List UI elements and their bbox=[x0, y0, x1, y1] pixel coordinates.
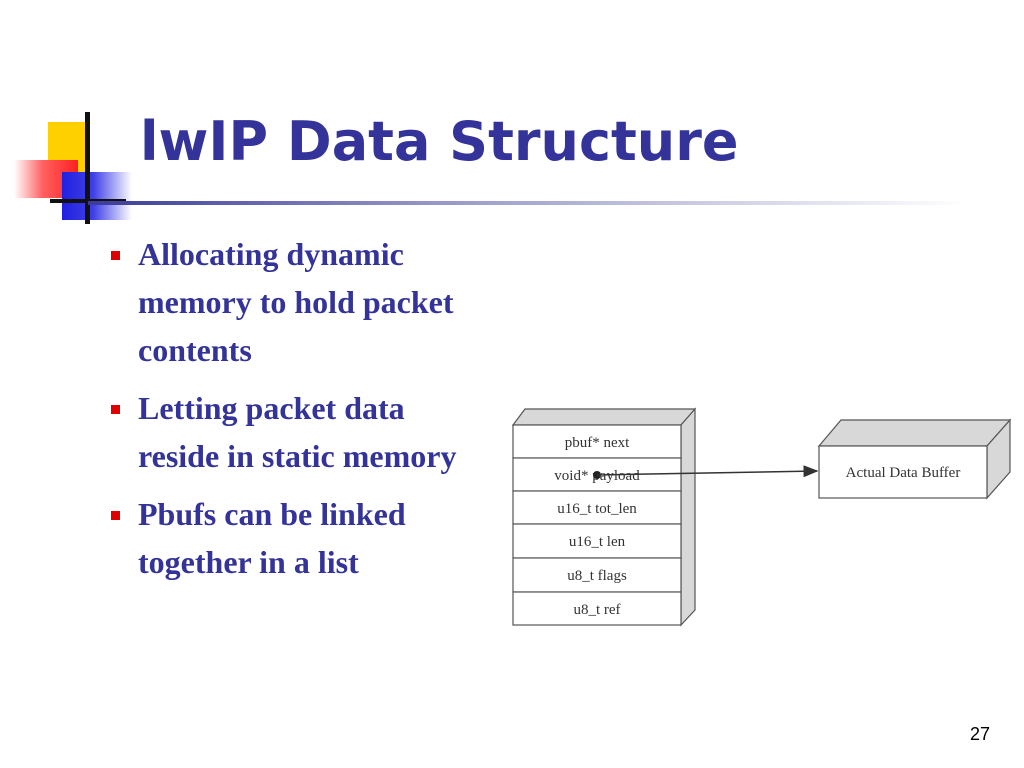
pbuf-field-row: pbuf* next bbox=[512, 424, 682, 459]
page-number: 27 bbox=[969, 724, 990, 744]
bullet-list: Allocating dynamic memory to hold packet… bbox=[106, 230, 486, 596]
title-underline bbox=[88, 201, 968, 205]
pbuf-diagram: pbuf* next void* payload u16_t tot_len u… bbox=[511, 407, 1012, 627]
bullet-item: Letting packet data reside in static mem… bbox=[106, 384, 486, 480]
bullet-square-icon bbox=[111, 405, 120, 414]
bullet-text: Pbufs can be linked together in a list bbox=[138, 496, 406, 580]
logo-vertical-bar bbox=[85, 112, 90, 224]
bullet-item: Allocating dynamic memory to hold packet… bbox=[106, 230, 486, 374]
bullet-text: Allocating dynamic memory to hold packet… bbox=[138, 236, 454, 368]
logo-blue-square bbox=[62, 172, 132, 220]
pbuf-stack-top-face bbox=[511, 408, 697, 426]
payload-pointer-arrow bbox=[596, 465, 819, 478]
pbuf-field-row: u16_t tot_len bbox=[512, 490, 682, 525]
pbuf-field-label: u8_t ref bbox=[573, 602, 620, 618]
data-buffer-label: Actual Data Buffer bbox=[846, 465, 961, 481]
data-buffer-top-face bbox=[817, 419, 1012, 447]
slide-title: lwIP Data Structure bbox=[140, 110, 739, 173]
data-buffer-front-face bbox=[818, 445, 988, 499]
bullet-text: Letting packet data reside in static mem… bbox=[138, 390, 457, 474]
pbuf-field-label: pbuf* next bbox=[565, 435, 630, 451]
pbuf-field-row: u8_t flags bbox=[512, 557, 682, 593]
pbuf-field-row: u16_t len bbox=[512, 523, 682, 559]
decorative-logo bbox=[0, 0, 150, 240]
pbuf-field-row: u8_t ref bbox=[512, 591, 682, 626]
bullet-item: Pbufs can be linked together in a list bbox=[106, 490, 486, 586]
bullet-square-icon bbox=[111, 251, 120, 260]
bullet-square-icon bbox=[111, 511, 120, 520]
pbuf-field-label: u16_t len bbox=[569, 534, 626, 550]
pbuf-stack-side-face bbox=[680, 407, 696, 627]
pbuf-field-label: u8_t flags bbox=[567, 568, 627, 584]
pbuf-field-label: u16_t tot_len bbox=[557, 501, 637, 517]
